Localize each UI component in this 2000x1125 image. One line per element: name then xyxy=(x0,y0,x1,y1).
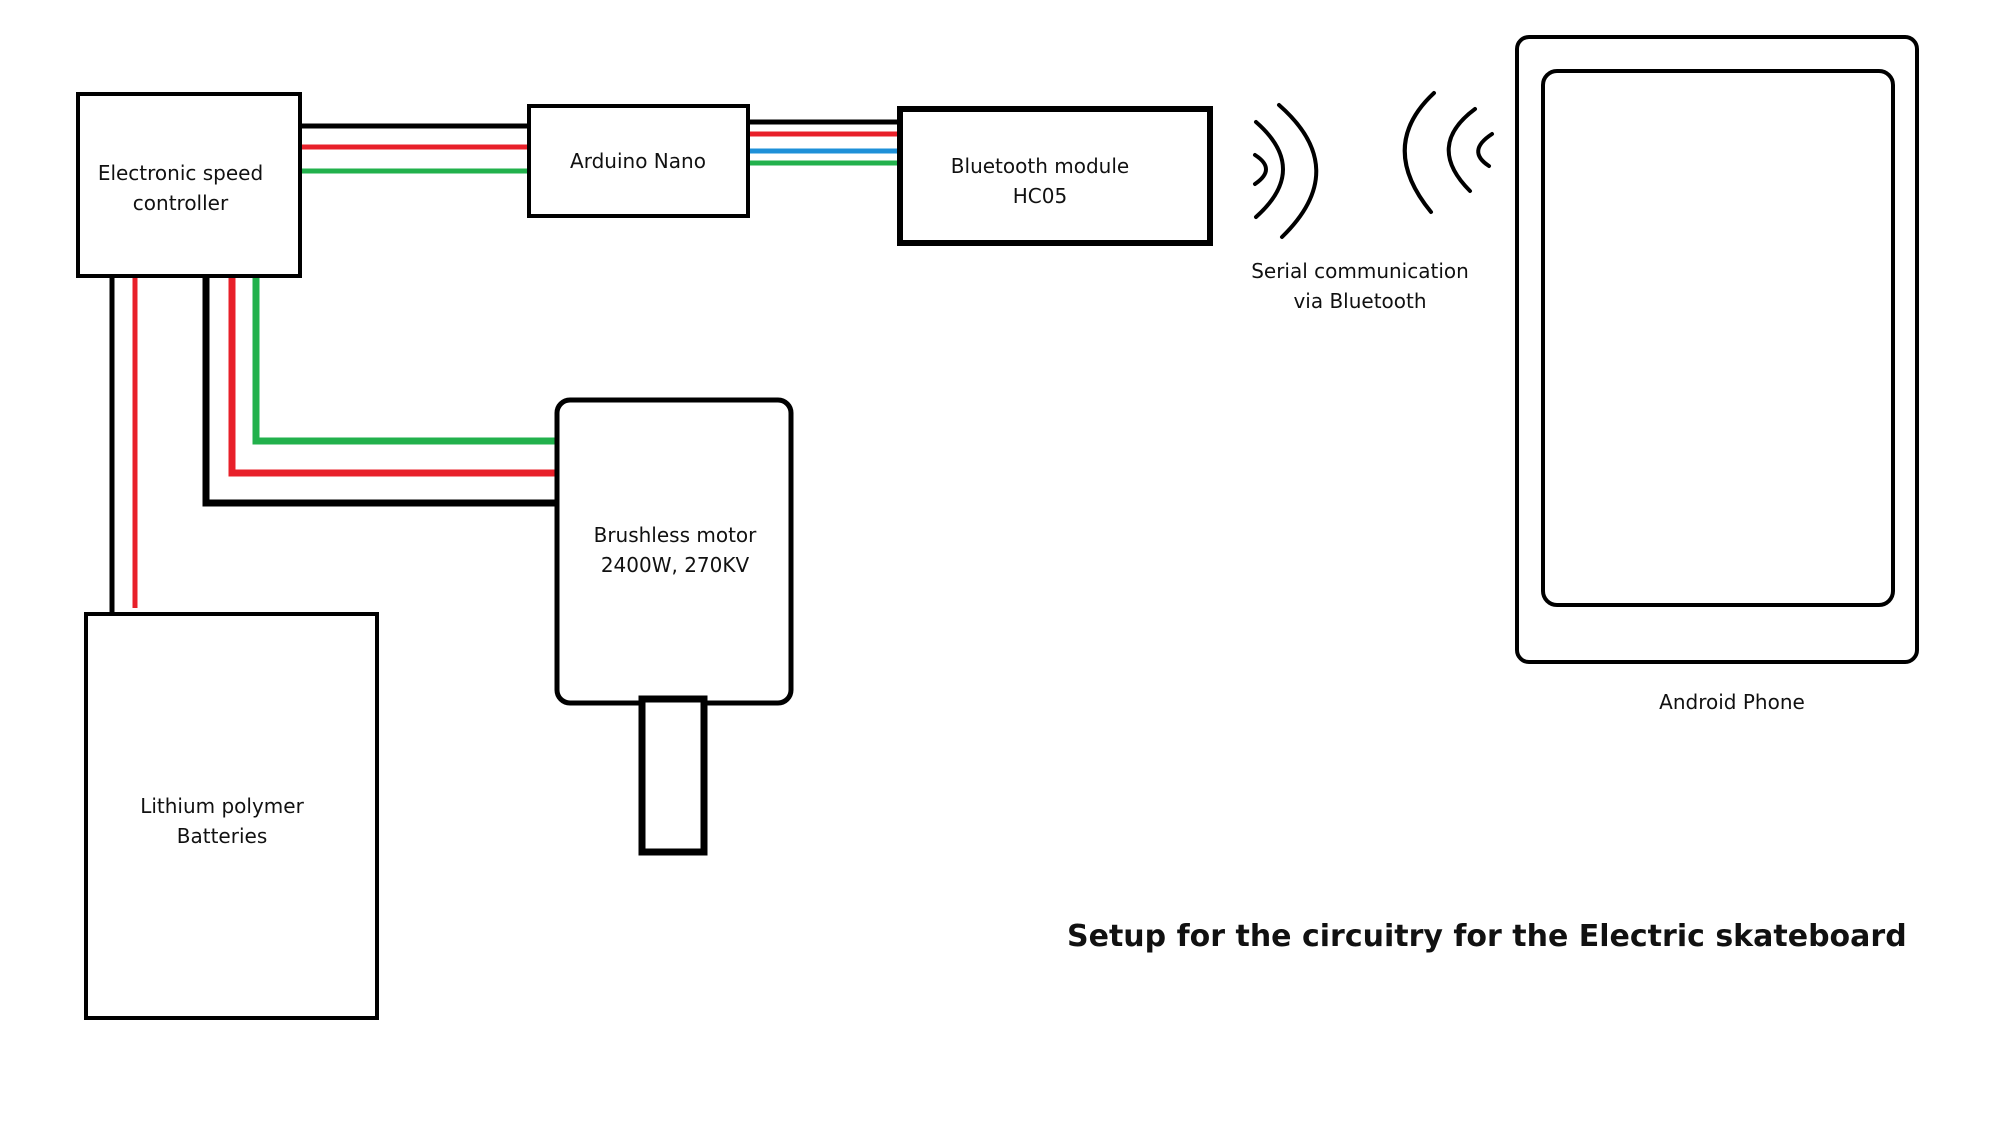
phone-label-text: Android Phone xyxy=(1659,690,1805,714)
signal-waves-incoming xyxy=(1402,91,1494,214)
phone-screen xyxy=(1541,69,1895,607)
esc-motor-red-wire xyxy=(228,274,560,477)
esc-motor-wires xyxy=(202,274,560,507)
esc-battery-wires xyxy=(109,276,138,614)
bluetooth-module-box xyxy=(897,106,1213,246)
esc-label: Electronic speed controller xyxy=(78,158,283,218)
bluetooth-label-line1: Bluetooth module xyxy=(950,154,1130,178)
battery-box xyxy=(84,612,379,1020)
diagram-title: Setup for the circuitry for the Electric… xyxy=(1067,919,1907,954)
battery-label: Lithium polymer Batteries xyxy=(122,791,322,851)
arduino-nano-box xyxy=(527,104,750,218)
battery-label-line1: Lithium polymer xyxy=(140,794,304,818)
battery-label-line2: Batteries xyxy=(176,824,268,848)
wave-arc-medium xyxy=(1254,120,1285,219)
phone-label: Android Phone xyxy=(1627,687,1837,717)
esc-motor-black-wire xyxy=(202,276,560,507)
signal-waves-outgoing xyxy=(1253,103,1319,239)
wave-arc-small xyxy=(1476,132,1494,168)
bluetooth-label-line2: HC05 xyxy=(1012,184,1068,208)
esc-label-line1: Electronic speed xyxy=(97,161,264,185)
bluetooth-module-label: Bluetooth module HC05 xyxy=(935,151,1145,211)
wave-arc-large xyxy=(1402,91,1436,214)
motor-label: Brushless motor 2400W, 270KV xyxy=(575,520,775,580)
wave-arc-medium xyxy=(1446,107,1477,193)
motor-label-line2: 2400W, 270KV xyxy=(600,553,750,577)
arduino-nano-label: Arduino Nano xyxy=(533,146,743,176)
wireless-label-line1: Serial communication xyxy=(1251,259,1469,283)
arduino-bluetooth-wires xyxy=(744,119,900,166)
esc-box xyxy=(76,92,302,278)
motor-shaft xyxy=(638,695,708,856)
wave-arc-small xyxy=(1253,153,1268,186)
arduino-nano-label-text: Arduino Nano xyxy=(570,149,706,173)
esc-label-line2: controller xyxy=(132,191,229,215)
esc-motor-green-wire xyxy=(252,274,560,445)
wireless-label: Serial communication via Bluetooth xyxy=(1245,256,1475,316)
wave-arc-large xyxy=(1277,103,1319,239)
motor-label-line1: Brushless motor xyxy=(593,523,757,547)
wireless-label-line2: via Bluetooth xyxy=(1293,289,1427,313)
esc-arduino-wires xyxy=(297,123,532,174)
